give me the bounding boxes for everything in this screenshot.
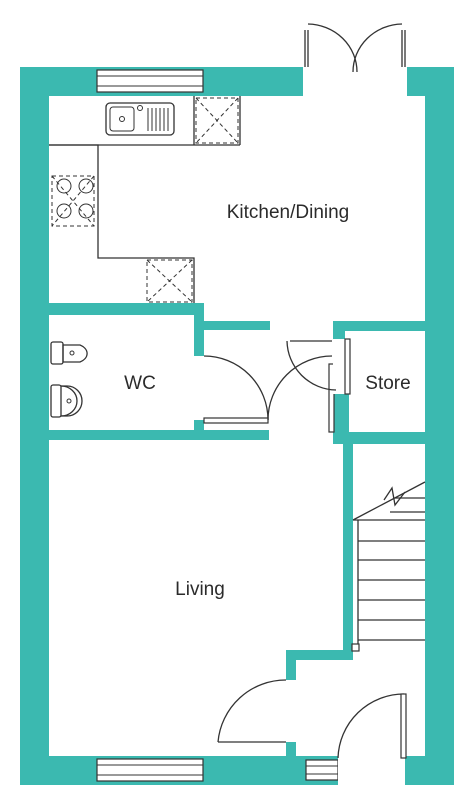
doors bbox=[196, 23, 407, 785]
french-doors bbox=[303, 23, 407, 96]
appliance-space-top bbox=[195, 97, 239, 144]
interior-walls bbox=[49, 303, 425, 758]
window-door-side bbox=[305, 759, 339, 781]
toilet-icon bbox=[50, 341, 88, 365]
wc-door bbox=[196, 355, 269, 424]
front-door bbox=[337, 693, 407, 785]
kitchen-counter bbox=[49, 96, 241, 303]
windows bbox=[96, 69, 339, 782]
stair-break-icon bbox=[383, 486, 406, 507]
window-living-bottom bbox=[96, 758, 204, 782]
room-label-wc: WC bbox=[124, 373, 156, 394]
hob-icon bbox=[51, 175, 95, 227]
living-door bbox=[217, 679, 296, 743]
store-door bbox=[286, 338, 351, 395]
room-label-kitchen: Kitchen/Dining bbox=[227, 202, 350, 223]
staircase bbox=[351, 481, 426, 652]
kitchen-door bbox=[267, 340, 335, 433]
basin-icon bbox=[50, 384, 83, 418]
exterior-walls bbox=[20, 67, 454, 785]
room-label-living: Living bbox=[175, 579, 225, 600]
appliance-space-bottom bbox=[146, 259, 193, 303]
window-kitchen-top bbox=[96, 69, 204, 93]
room-labels: Kitchen/Dining WC Store Living bbox=[124, 202, 411, 600]
sink-icon bbox=[105, 102, 175, 136]
room-label-store: Store bbox=[365, 373, 410, 394]
